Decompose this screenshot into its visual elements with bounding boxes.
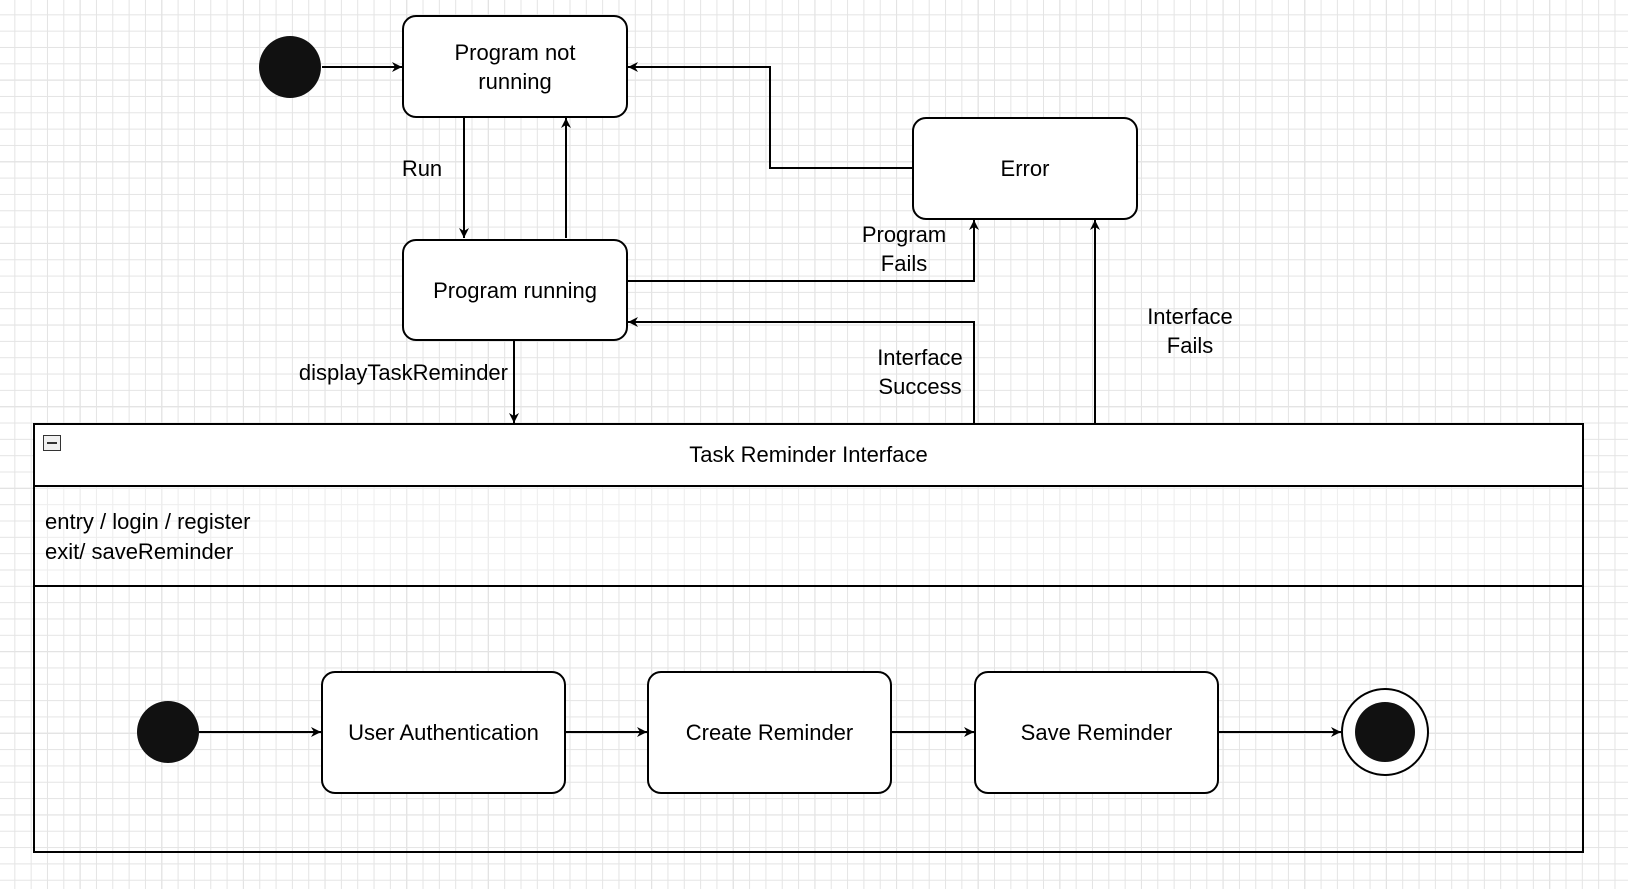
state-create-reminder[interactable]: Create Reminder (647, 671, 892, 794)
edge-error-to-not-running (628, 62, 912, 169)
final-state-icon[interactable] (1341, 688, 1429, 776)
label-run: Run (401, 156, 443, 181)
composite-title: Task Reminder Interface (689, 442, 928, 467)
initial-state-icon[interactable] (259, 36, 321, 98)
final-state-core (1355, 702, 1415, 762)
state-error[interactable]: Error (912, 117, 1138, 220)
exit-action: exit/ saveReminder (45, 539, 234, 564)
label-interface-fails: Interface Fails (1147, 304, 1233, 358)
label-program-fails: Program Fails (861, 222, 947, 276)
composite-header: Task Reminder Interface (35, 425, 1582, 487)
collapse-icon[interactable] (43, 435, 61, 451)
state-program-running[interactable]: Program running (402, 239, 628, 341)
composite-internal-actions: entry / login / register exit/ saveRemin… (35, 487, 1582, 587)
task-reminder-composite-state[interactable]: Task Reminder Interface entry / login / … (33, 423, 1584, 853)
entry-action: entry / login / register (45, 509, 251, 534)
state-save-reminder[interactable]: Save Reminder (974, 671, 1219, 794)
inner-initial-state-icon[interactable] (137, 701, 199, 763)
label-interface-success: Interface Success (877, 345, 963, 399)
state-program-not-running[interactable]: Program not running (402, 15, 628, 118)
state-user-authentication[interactable]: User Authentication (321, 671, 566, 794)
label-display-task-reminder: displayTaskReminder (298, 360, 508, 385)
